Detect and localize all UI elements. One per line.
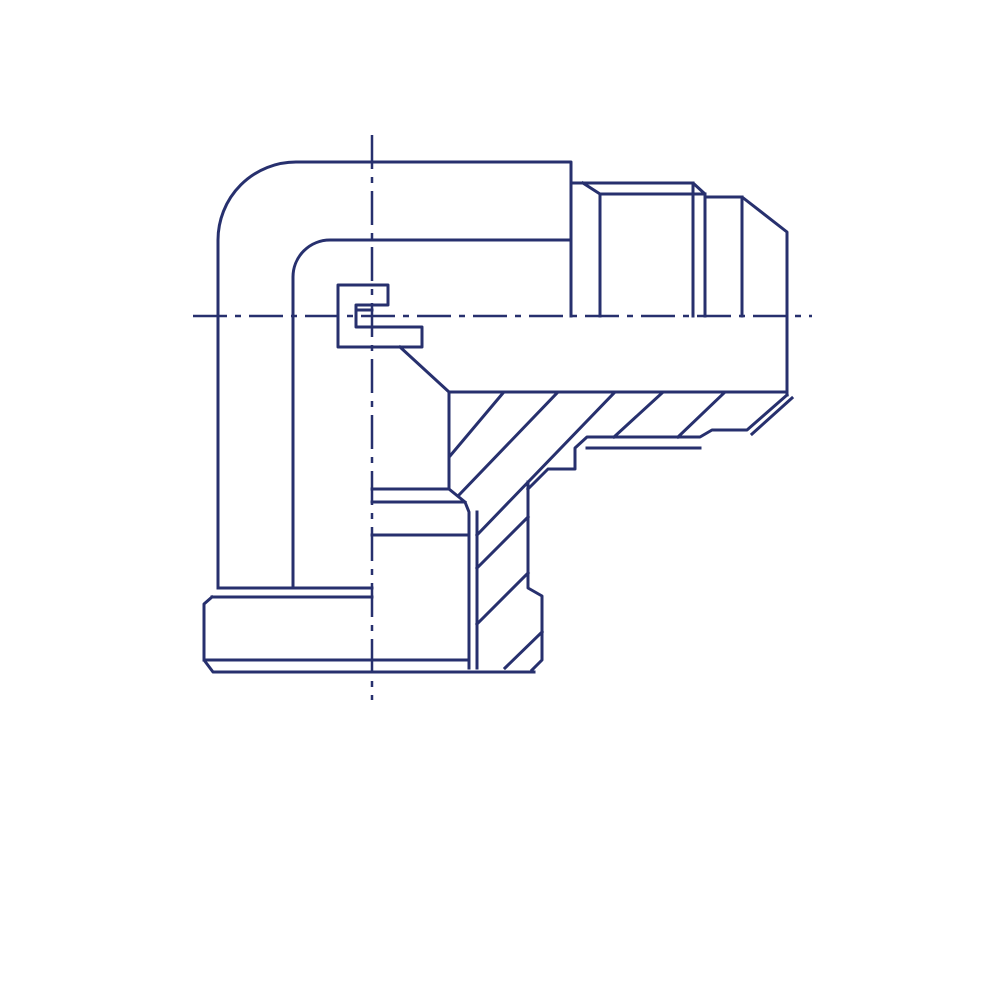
section-hatching (447, 390, 727, 671)
seal-groove (336, 283, 424, 349)
inner-elbow-contour (291, 238, 573, 590)
section-wall (370, 390, 479, 670)
bottom-swivel-nut (202, 586, 536, 674)
outer-elbow-contour (216, 160, 573, 590)
lower-port-wall (526, 480, 544, 673)
bore-chamfer (397, 344, 789, 394)
hex-nut (569, 180, 707, 318)
male-cone-end (703, 195, 789, 397)
spigot-bottom (525, 392, 795, 492)
